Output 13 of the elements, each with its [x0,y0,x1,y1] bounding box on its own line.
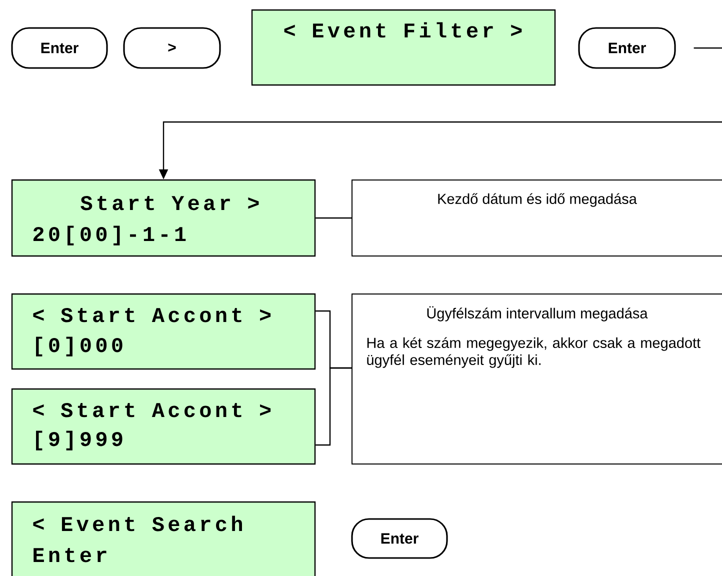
connector [316,217,352,219]
note-box: Ügyfélszám intervallum megadása Ha a két szám megegyezik, akkor csak a megadott ügyfél eseményeit gyűjti ki. [352,294,722,464]
lcd-display: < Start Accont > [9]999 [11,388,316,465]
note-box: Kezdő dátum és idő megadása [352,180,722,256]
key-button: Enter [578,27,676,69]
key-button: Enter [351,518,448,559]
connector [316,367,352,446]
lcd-display: < Start Accont > [0]000 [11,293,316,370]
key-button: > [123,27,221,69]
lcd-display: Start Year > 20[00]-1-1 [11,179,316,257]
lcd-display: < Event Search Enter [11,501,316,576]
key-button: Enter [11,27,108,69]
lcd-display: < Event Filter > [251,9,556,86]
